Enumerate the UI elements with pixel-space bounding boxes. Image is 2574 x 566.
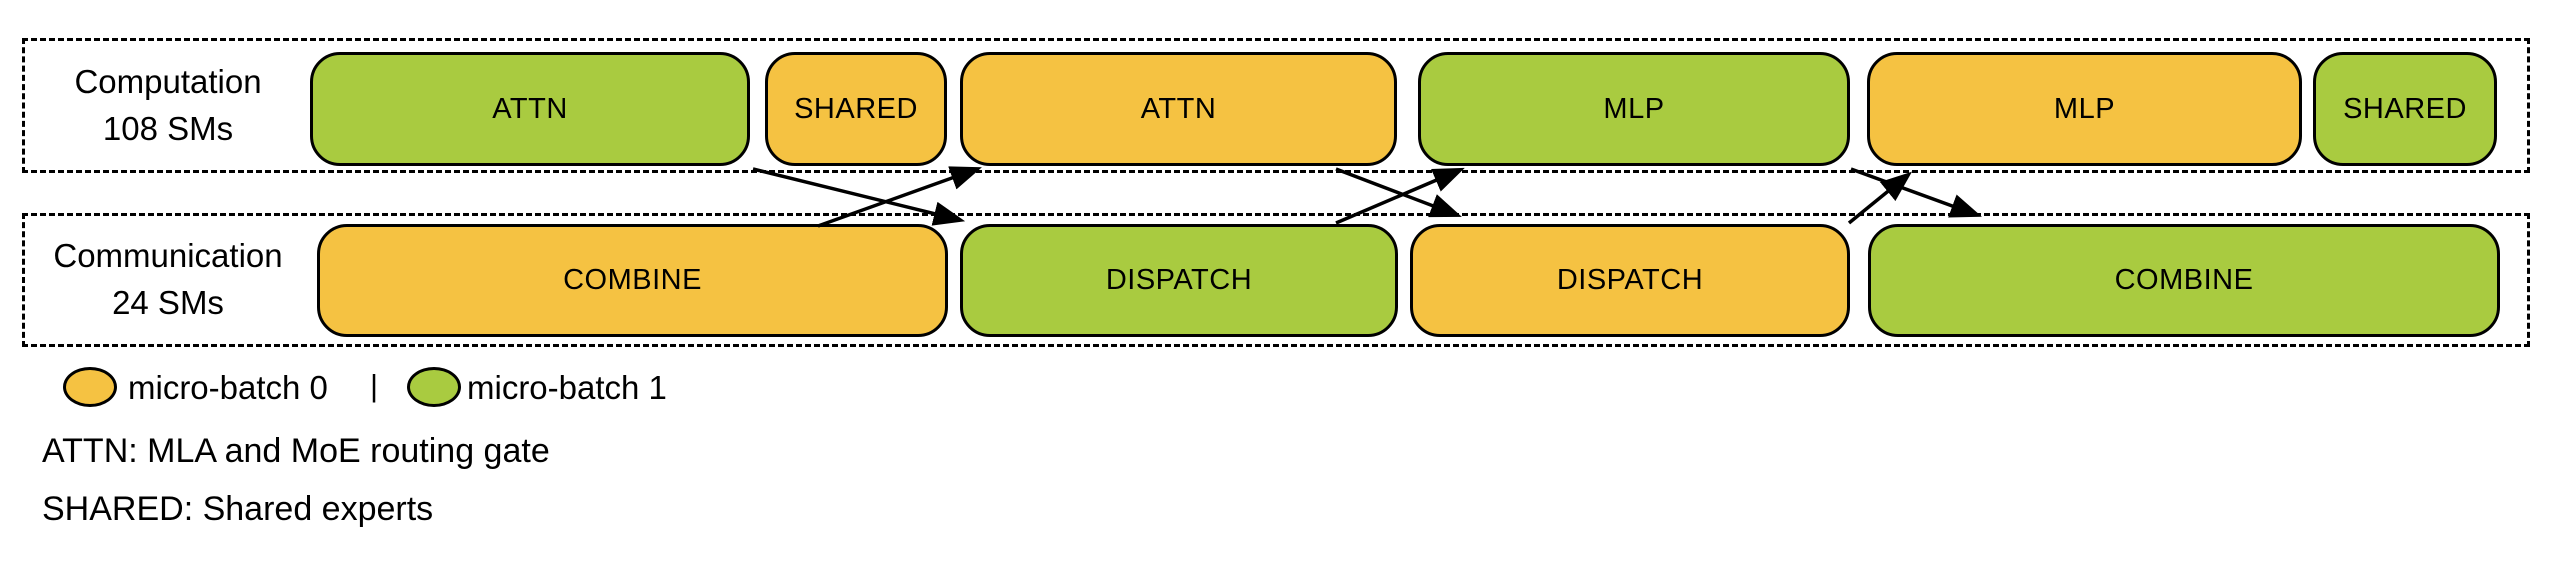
block-mlp-mb0: MLP xyxy=(1867,52,2302,166)
arrow-mlp1-to-combine1 xyxy=(1850,167,1982,218)
computation-label-line1: Computation xyxy=(74,62,262,100)
legend-marker-micro-batch-0 xyxy=(63,367,117,407)
legend-label-micro-batch-0: micro-batch 0 xyxy=(128,369,328,406)
block-attn-mb0: ATTN xyxy=(960,52,1397,166)
block-label: DISPATCH xyxy=(1105,264,1253,296)
block-dispatch-mb1: DISPATCH xyxy=(960,224,1398,337)
block-label: COMBINE xyxy=(2114,264,2254,296)
block-combine-mb1: COMBINE xyxy=(1868,224,2500,337)
block-label: ATTN xyxy=(1140,92,1217,125)
communication-label-line1: Communication xyxy=(53,237,283,275)
computation-label-line2: 108 SMs xyxy=(102,109,234,147)
legend-marker-micro-batch-1 xyxy=(407,367,461,407)
block-label: MLP xyxy=(2053,92,2116,125)
legend-label-micro-batch-1: micro-batch 1 xyxy=(467,369,667,406)
note-attn-definition: ATTN: MLA and MoE routing gate xyxy=(42,432,550,470)
block-label: DISPATCH xyxy=(1556,264,1704,296)
block-label: MLP xyxy=(1603,92,1665,125)
block-dispatch-mb0: DISPATCH xyxy=(1410,224,1850,337)
block-shared-mb0: SHARED xyxy=(765,52,947,166)
block-shared-mb1: SHARED xyxy=(2313,52,2497,166)
block-mlp-mb1: MLP xyxy=(1418,52,1850,166)
legend-separator: | xyxy=(370,368,379,403)
computation-row-label: Computation 108 SMs xyxy=(28,38,308,173)
arrow-attn0-to-dispatch0 xyxy=(1335,167,1462,218)
communication-label-line2: 24 SMs xyxy=(112,284,224,321)
block-attn-mb1: ATTN xyxy=(310,52,750,166)
block-combine-mb0: COMBINE xyxy=(317,224,948,337)
note-shared-definition: SHARED: Shared experts xyxy=(42,490,434,528)
communication-row-label: Communication 24 SMs xyxy=(28,213,308,347)
block-label: SHARED xyxy=(794,92,918,125)
block-label: SHARED xyxy=(2343,92,2467,125)
computation-row-box xyxy=(22,38,2530,173)
block-label: ATTN xyxy=(492,92,568,125)
communication-row-box xyxy=(22,213,2530,347)
block-label: COMBINE xyxy=(563,264,702,296)
